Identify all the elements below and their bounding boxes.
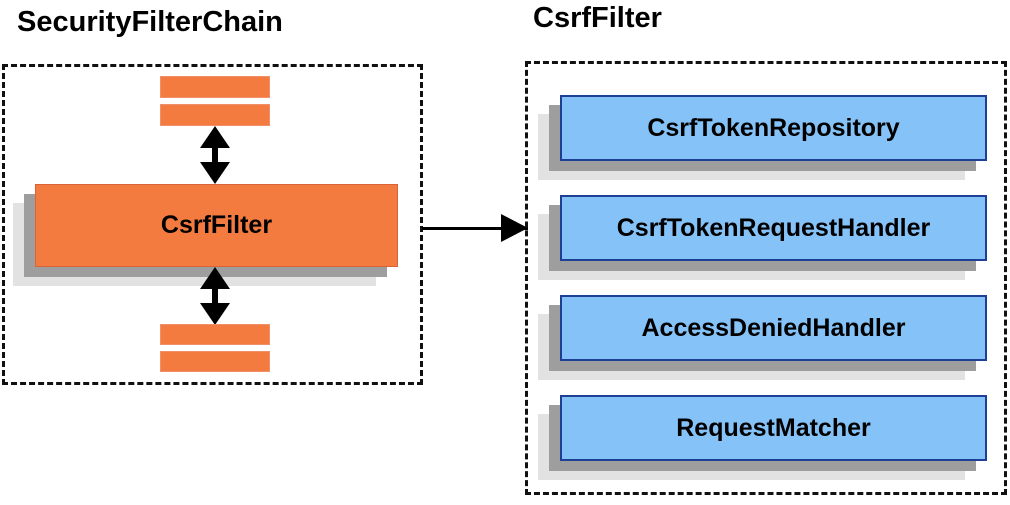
csrf-filter-detail-group: [525, 61, 1007, 495]
left-panel-title: SecurityFilterChain: [17, 6, 283, 38]
collaborator-label: CsrfTokenRepository: [560, 95, 987, 161]
arrow-shaft: [212, 138, 218, 172]
filter-stub-top-2: [160, 104, 270, 126]
collaborator-label: CsrfTokenRequestHandler: [560, 195, 987, 261]
collaborator-box-access-denied-handler[interactable]: AccessDeniedHandler: [538, 295, 987, 380]
filter-stub-bottom-1: [160, 324, 270, 345]
csrf-filter-box[interactable]: CsrfFilter: [13, 184, 398, 286]
arrow-shaft: [212, 279, 218, 313]
csrf-filter-box-label: CsrfFilter: [35, 184, 398, 267]
filter-stub-top-1: [160, 76, 270, 98]
arrow-head-up-icon: [200, 267, 230, 289]
arrow-shaft: [422, 227, 528, 230]
collaborator-label: AccessDeniedHandler: [560, 295, 987, 361]
right-panel-title: CsrfFilter: [533, 2, 662, 34]
arrow-head-right-icon: [501, 214, 528, 242]
collaborator-box-csrf-token-repository[interactable]: CsrfTokenRepository: [538, 95, 987, 180]
arrow-head-down-icon: [200, 303, 230, 325]
filter-stub-bottom-2: [160, 351, 270, 372]
arrow-head-up-icon: [200, 126, 230, 148]
collaborator-box-request-matcher[interactable]: RequestMatcher: [538, 395, 987, 480]
security-filter-chain-group: [2, 64, 423, 385]
collaborator-label: RequestMatcher: [560, 395, 987, 461]
collaborator-box-csrf-token-request-handler[interactable]: CsrfTokenRequestHandler: [538, 195, 987, 280]
arrow-head-down-icon: [200, 162, 230, 184]
